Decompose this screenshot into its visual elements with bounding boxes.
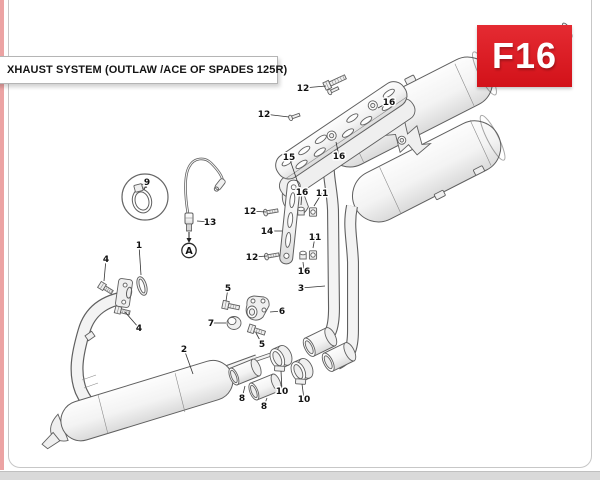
rubber-mount-7 [226,316,242,330]
sleeve-8a [228,358,262,386]
title-box: XHAUST SYSTEM (OUTLAW /ACE OF SPADES 125… [0,56,287,84]
part-label-4: 4 [103,255,109,265]
fastener-row-1 [263,206,318,217]
leader-line [263,113,290,118]
leader-line [183,348,194,375]
leader-line [251,255,268,258]
part-label-6: 6 [279,307,285,317]
leader-line [103,258,107,282]
part-label-7: 7 [208,319,214,329]
leader-line [301,383,305,400]
downpipe-inlet-2 [321,342,357,372]
leader-line [138,244,142,276]
part-label-4: 4 [136,324,142,334]
sleeve-8b [248,373,282,401]
mount-bolt-5b [246,323,267,336]
arrow-down-icon [186,238,192,243]
part-label-9: 9 [144,178,150,188]
shield-bolt-12-long [322,74,347,91]
shield-grommet-16b [326,130,337,141]
part-label-10: 10 [298,395,311,405]
marker-letter: A [185,246,193,257]
section-badge: F16 [477,25,572,87]
heat-shield-side [279,179,301,265]
section-badge-label: F16 [491,35,558,76]
leader-line [335,141,340,157]
part-label-16: 16 [296,188,309,198]
sensor-marker-A: A [181,242,197,259]
fastener-row-2 [264,250,318,261]
leader-line [280,370,283,392]
screw-12 [264,252,280,261]
leader-line [249,210,267,213]
left-accent-strip [0,0,4,470]
part-label-14: 14 [261,227,274,237]
part-label-16: 16 [333,152,346,162]
leader-line [269,310,283,313]
part-label-5: 5 [225,284,231,294]
sensor-body [184,212,194,232]
part-label-11: 11 [309,233,322,243]
clamp-10b [290,357,314,385]
shield-screw-12a [327,86,340,96]
leader-line [313,192,323,207]
bottom-bar [0,471,600,480]
leader-line [302,261,305,272]
leader-line [377,101,390,109]
leader-line [300,191,303,206]
mount-parts [221,295,270,336]
part-label-16: 16 [383,98,396,108]
screw-12 [263,208,279,217]
leader-line [288,156,301,190]
sensor-connector [213,178,226,192]
part-label-12: 12 [244,207,257,217]
leader-line [124,311,140,329]
part-label-2: 2 [181,345,187,355]
part-label-10: 10 [276,387,289,397]
part-label-3: 3 [298,284,304,294]
part-label-13: 13 [204,218,217,228]
spacer-16 [299,250,307,260]
leader-line [300,285,326,289]
part-label-5: 5 [259,340,265,350]
leader-line [241,385,246,399]
clip-nut-11 [308,207,318,217]
page-title: XHAUST SYSTEM (OUTLAW /ACE OF SPADES 125… [7,64,288,76]
part-label-8: 8 [239,394,245,404]
flange-gasket [136,276,148,296]
part-label-12: 12 [258,110,271,120]
flange-bolt-4a [96,280,114,295]
mount-bolt-5a [221,299,241,311]
leader-line [263,397,268,407]
cat-body [41,359,234,450]
exhaust-flange [115,278,133,308]
part-label-11: 11 [316,189,329,199]
leader-line [302,85,327,89]
part-label-12: 12 [297,84,310,94]
leader-line [225,287,229,302]
lambda-sensor: A [181,157,226,259]
spacer-16 [297,206,305,216]
shield-grommet-16a [367,100,378,111]
part-label-1: 1 [136,241,142,251]
leader-line [255,332,263,345]
leader-line [196,220,211,223]
downpipe-inlet-1 [302,327,338,357]
clip-nut-11 [308,250,318,260]
mount-bracket-6 [245,295,270,321]
part-label-15: 15 [283,153,296,163]
clamp-detail-circle [121,173,169,221]
part-label-16: 16 [298,267,311,277]
part-label-8: 8 [261,402,267,412]
shield-screw-12b [288,112,301,122]
leader-line [143,181,148,191]
part-label-12: 12 [246,253,259,263]
clamp-10a [269,344,293,372]
leader-line [312,236,316,249]
